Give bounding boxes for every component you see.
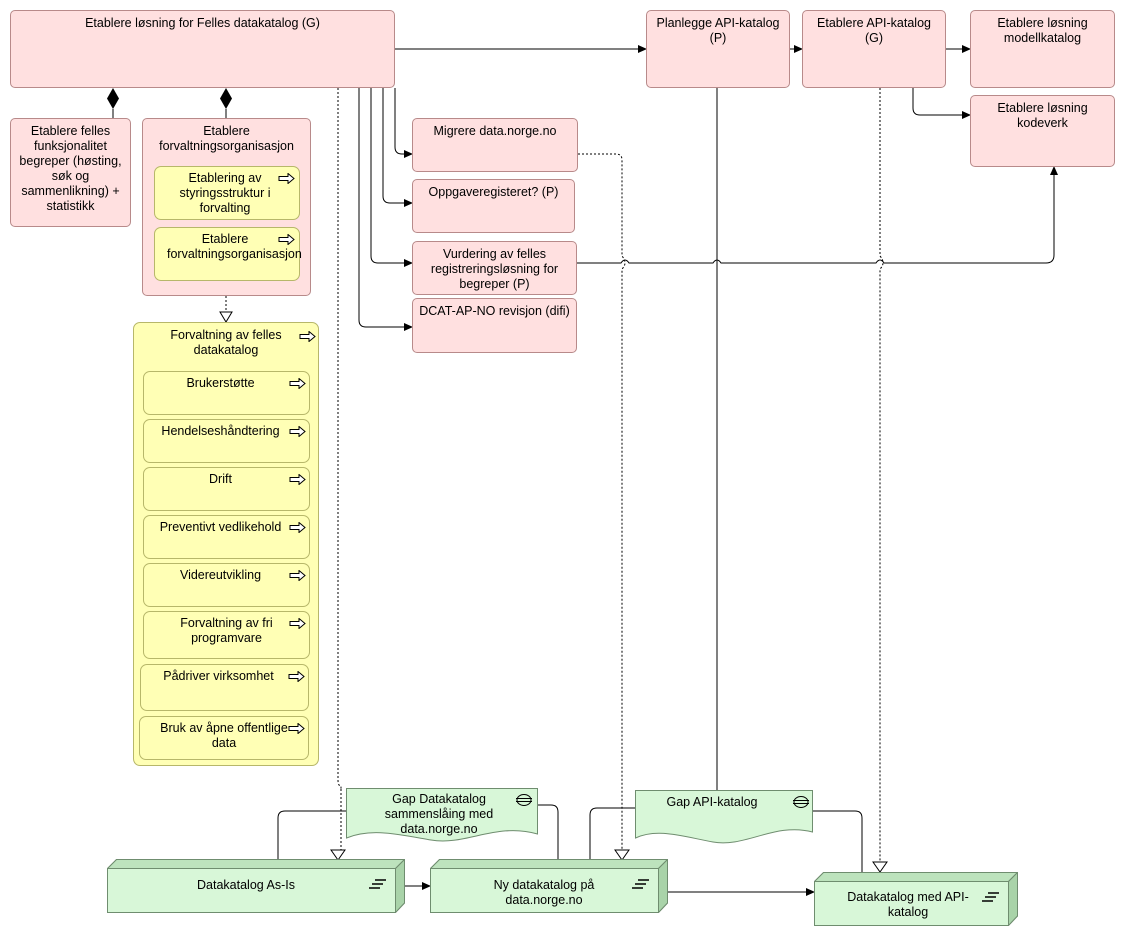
process-padriver-virksomhet[interactable]: Pådriver virksomhet: [140, 664, 309, 711]
realization-line: [337, 88, 342, 851]
process-arrow-icon: [289, 474, 306, 485]
work-package-modellkatalog[interactable]: Etablere løsning modellkatalog: [970, 10, 1115, 88]
process-arrow-icon: [288, 723, 305, 734]
work-package-felles-funksjonalitet[interactable]: Etablere felles funksjonalitet begreper …: [10, 118, 131, 227]
work-package-vurdering[interactable]: Vurdering av felles registreringsløsning…: [412, 241, 577, 295]
plateau-shape: [107, 859, 405, 913]
plateau-label: Datakatalog med API-katalog: [847, 890, 969, 919]
process-arrow-icon: [289, 378, 306, 389]
process-label: Drift: [209, 472, 232, 486]
work-package-migrere[interactable]: Migrere data.norge.no: [412, 118, 578, 172]
process-forvaltningsorganisasjon[interactable]: Etablere forvaltningsorganisasjon: [154, 227, 302, 281]
flow-line: [912, 88, 971, 119]
process-label: Forvaltning av fri programvare: [180, 616, 273, 645]
work-package-felles-datakatalog[interactable]: Etablere løsning for Felles datakatalog …: [10, 10, 395, 88]
work-package-label: Etablere løsning for Felles datakatalog …: [85, 16, 320, 30]
work-package-dcat[interactable]: DCAT-AP-NO revisjon (difi): [412, 298, 577, 353]
process-label: Hendelseshåndtering: [161, 424, 280, 438]
gap-shape: [635, 790, 813, 844]
work-package-label: Etablere API-katalog (G): [817, 16, 931, 45]
process-label: Preventivt vedlikehold: [159, 520, 282, 534]
plateau-label: Ny datakatalog på data.norge.no: [493, 878, 595, 907]
work-package-label: Planlegge API-katalog (P): [656, 16, 780, 45]
process-label: Forvaltning av felles datakatalog: [170, 328, 282, 357]
composition-diamond: [220, 88, 232, 109]
gap-icon: [516, 794, 532, 806]
process-arrow-icon: [289, 570, 306, 581]
process-hendelseshandtering[interactable]: Hendelseshåndtering: [143, 419, 310, 463]
flow-line: [394, 88, 413, 158]
process-arrow-icon: [289, 522, 306, 533]
process-label: Pådriver virksomhet: [163, 669, 274, 683]
process-arrow-icon: [278, 173, 295, 184]
gap-icon: [793, 796, 809, 808]
work-package-label: Etablere forvaltningsorganisasjon: [159, 124, 294, 153]
association-line: [277, 810, 346, 859]
work-package-label: DCAT-AP-NO revisjon (difi): [419, 304, 570, 318]
work-package-oppgaveregisteret[interactable]: Oppgaveregisteret? (P): [412, 179, 575, 233]
process-preventivt-vedlikehold[interactable]: Preventivt vedlikehold: [143, 515, 310, 559]
realization-head: [219, 311, 233, 323]
work-package-planlegge-api[interactable]: Planlegge API-katalog (P): [646, 10, 790, 88]
plateau-label: Datakatalog As-Is: [197, 878, 295, 892]
gap-shape: [346, 788, 538, 842]
work-package-label: Vurdering av felles registreringsløsning…: [430, 247, 559, 291]
work-package-label: Migrere data.norge.no: [433, 124, 557, 138]
process-arrow-icon: [289, 426, 306, 437]
gap-label: Gap Datakatalog sammenslåing med data.no…: [384, 792, 494, 836]
work-package-label: Etablere felles funksjonalitet begreper …: [19, 124, 122, 213]
realization-head: [872, 861, 888, 873]
process-arrow-icon: [299, 331, 316, 342]
flow-line: [382, 88, 413, 207]
process-drift[interactable]: Drift: [143, 467, 310, 511]
association-line: [813, 810, 863, 872]
process-arrow-icon: [288, 671, 305, 682]
work-package-label: Etablere løsning modellkatalog: [997, 16, 1088, 45]
plateau-icon: [982, 892, 999, 902]
gap-datakatalog[interactable]: Gap Datakatalog sammenslåing med data.no…: [346, 788, 538, 844]
association-line: [538, 804, 559, 859]
association-line: [589, 807, 635, 859]
process-label: Bruk av åpne offentlige data: [160, 721, 288, 750]
process-label: Etablere forvaltningsorganisasjon: [167, 232, 302, 261]
gap-api-katalog[interactable]: Gap API-katalog: [635, 790, 813, 846]
process-label: Brukerstøtte: [186, 376, 255, 390]
realization-line: [879, 88, 884, 863]
process-forvaltning-fri-programvare[interactable]: Forvaltning av fri programvare: [143, 611, 310, 659]
work-package-label: Oppgaveregisteret? (P): [428, 185, 559, 199]
plateau-icon: [369, 879, 386, 889]
plateau-ny-datakatalog[interactable]: Ny datakatalog på data.norge.no: [430, 859, 668, 913]
process-styringsstruktur[interactable]: Etablering av styringsstruktur i forvalt…: [154, 166, 300, 220]
realization-line: [578, 153, 626, 851]
process-brukerstotte[interactable]: Brukerstøtte: [143, 371, 310, 415]
process-label: Videreutvikling: [179, 568, 262, 582]
gap-label: Gap API-katalog: [666, 795, 758, 809]
flow-line: [358, 88, 413, 331]
process-apne-offentlige-data[interactable]: Bruk av åpne offentlige data: [139, 716, 309, 760]
work-package-kodeverk[interactable]: Etablere løsning kodeverk: [970, 95, 1115, 167]
process-videreutvikling[interactable]: Videreutvikling: [143, 563, 310, 607]
flow-line: [577, 166, 1058, 264]
plateau-shape: [814, 872, 1018, 926]
flow-line: [370, 88, 413, 267]
process-arrow-icon: [278, 234, 295, 245]
composition-diamond: [107, 88, 119, 109]
work-package-label: Etablere løsning kodeverk: [997, 101, 1088, 130]
plateau-shape: [430, 859, 668, 913]
plateau-as-is[interactable]: Datakatalog As-Is: [107, 859, 405, 913]
plateau-med-api-katalog[interactable]: Datakatalog med API-katalog: [814, 872, 1018, 926]
process-arrow-icon: [289, 618, 306, 629]
process-label: Etablering av styringsstruktur i forvalt…: [179, 171, 271, 215]
plateau-icon: [632, 879, 649, 889]
work-package-etablere-api[interactable]: Etablere API-katalog (G): [802, 10, 946, 88]
